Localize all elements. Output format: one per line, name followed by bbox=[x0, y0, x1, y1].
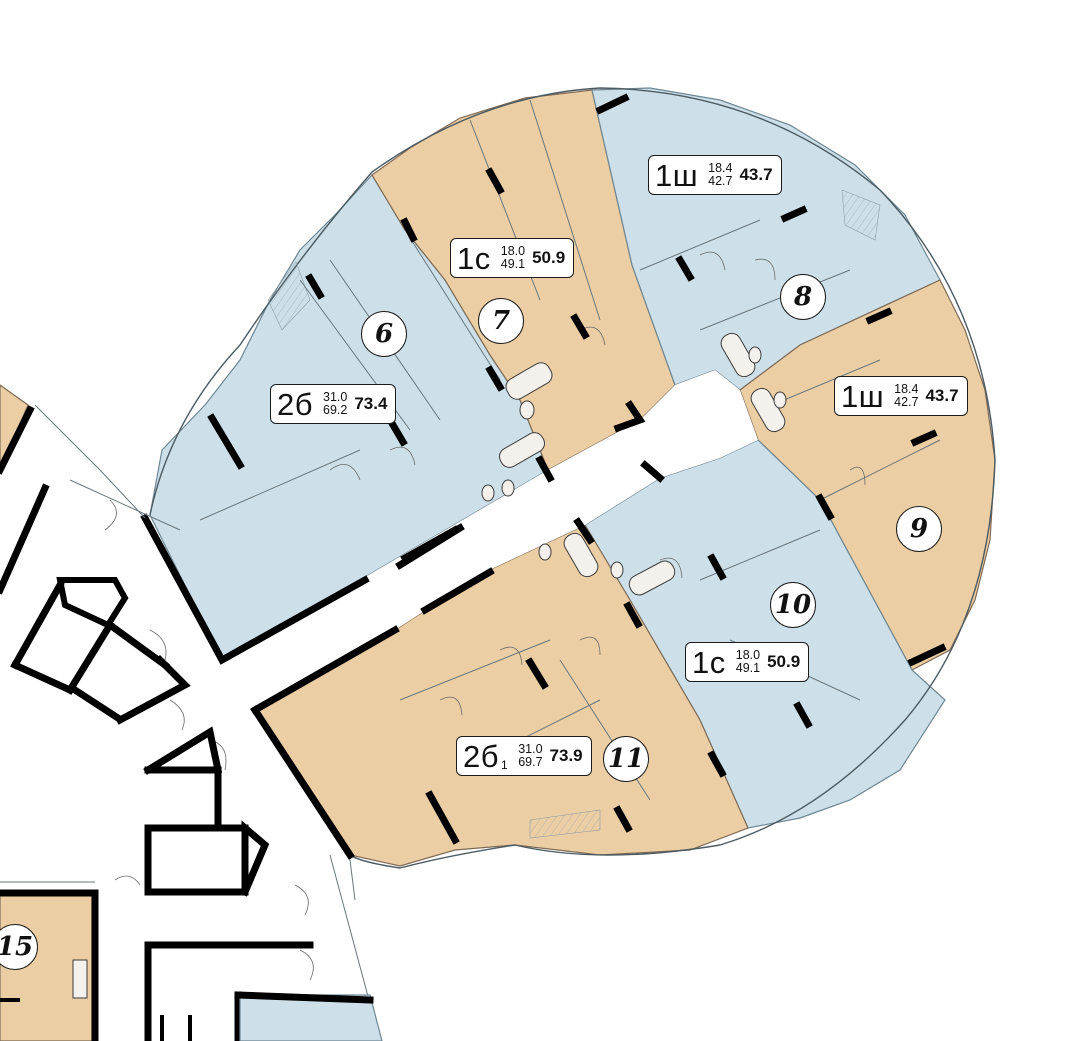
living-area: 18.0 bbox=[500, 244, 526, 258]
balcony-hatch-right bbox=[841, 189, 881, 241]
unit-number-10: 10 bbox=[770, 582, 816, 628]
unit-type: 1с bbox=[457, 240, 491, 276]
core-left bbox=[0, 384, 227, 771]
corridor bbox=[222, 370, 758, 710]
inner-area: 49.1 bbox=[735, 661, 761, 675]
unit-type: 1ш bbox=[841, 378, 885, 414]
balcony-hatch-lower bbox=[529, 809, 601, 839]
bathroom-fixtures bbox=[481, 332, 787, 596]
unit-number-9: 9 bbox=[896, 506, 942, 552]
living-area: 18.0 bbox=[735, 648, 761, 662]
unit-sub-areas: 18.4 42.7 bbox=[894, 383, 918, 409]
living-area: 18.4 bbox=[708, 161, 733, 175]
structural-walls bbox=[140, 93, 947, 860]
total-area: 43.7 bbox=[739, 165, 773, 184]
unit-label-10: 1с 18.0 49.1 50.9 bbox=[685, 642, 810, 682]
living-area: 31.0 bbox=[518, 742, 543, 756]
unit-label-8: 1ш 18.4 42.7 43.7 bbox=[648, 155, 782, 195]
unit-number-8: 8 bbox=[780, 274, 826, 320]
unit-type-suffix: 1 bbox=[501, 757, 509, 772]
total-area: 43.7 bbox=[925, 386, 959, 405]
unit-number-6: 6 bbox=[361, 311, 407, 357]
unit-sub-areas: 31.0 69.7 bbox=[518, 743, 542, 769]
living-area: 31.0 bbox=[323, 390, 348, 404]
unit-label-9: 1ш 18.4 42.7 43.7 bbox=[834, 376, 968, 416]
unit-type-main: 2б bbox=[463, 738, 499, 774]
outer-facade-edge bbox=[149, 87, 996, 869]
unit-sub-areas: 18.4 42.7 bbox=[708, 162, 732, 188]
unit-type: 1с bbox=[692, 644, 726, 680]
balcony-hatch-left bbox=[267, 261, 311, 331]
unit-number-15: 15 bbox=[0, 924, 38, 970]
door-arcs bbox=[329, 251, 866, 716]
unit-label-7: 1с 18.0 49.1 50.9 bbox=[450, 238, 575, 278]
inner-area: 49.1 bbox=[500, 257, 526, 271]
total-area: 73.9 bbox=[549, 746, 583, 765]
total-area: 50.9 bbox=[767, 652, 801, 671]
unit-label-6: 2б 31.0 69.2 73.4 bbox=[270, 384, 397, 424]
inner-area: 69.2 bbox=[323, 403, 348, 417]
unit-type: 2б bbox=[277, 386, 313, 422]
unit-sub-areas: 18.0 49.1 bbox=[736, 649, 760, 675]
unit-number-11: 11 bbox=[603, 736, 649, 782]
total-area: 50.9 bbox=[532, 248, 566, 267]
unit-sub-areas: 18.0 49.1 bbox=[501, 245, 525, 271]
total-area: 73.4 bbox=[354, 394, 388, 413]
unit-number-7: 7 bbox=[478, 298, 524, 344]
inner-area: 42.7 bbox=[894, 395, 919, 409]
unit-sub-areas: 31.0 69.2 bbox=[323, 391, 347, 417]
inner-area: 42.7 bbox=[708, 174, 733, 188]
inner-area: 69.7 bbox=[518, 755, 543, 769]
living-area: 18.4 bbox=[894, 382, 919, 396]
unit-type: 1ш bbox=[655, 157, 699, 193]
